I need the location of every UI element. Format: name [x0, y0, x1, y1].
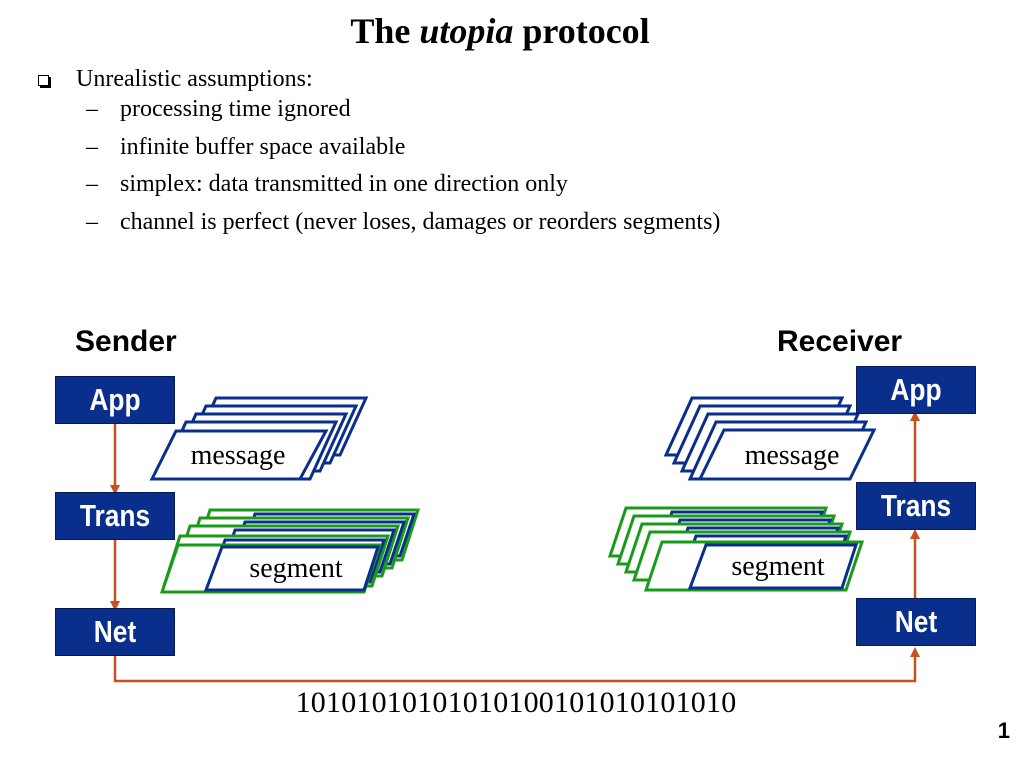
- sub-bullet-text: simplex: data transmitted in one directi…: [120, 171, 568, 197]
- channel-arrow: [113, 647, 920, 683]
- receiver-label: Receiver: [777, 325, 903, 358]
- sender-trans-layer: Trans: [55, 492, 175, 540]
- receiver-app-layer: App: [856, 366, 976, 414]
- segment-payload-front: [687, 543, 859, 590]
- receiver-message-stack: [663, 396, 877, 481]
- message-card-front: [149, 429, 329, 481]
- dash-icon: –: [86, 208, 98, 235]
- title-suffix: protocol: [522, 11, 650, 51]
- sub-bullet-text: channel is perfect (never loses, damages…: [120, 208, 721, 235]
- square-bullet-icon: [38, 75, 49, 86]
- sender-message-stack: [149, 396, 369, 481]
- sender-segment-stack: [159, 508, 421, 594]
- sender-net-layer: Net: [55, 608, 175, 656]
- layer-label: Trans: [880, 488, 952, 523]
- message-card-front: [697, 428, 877, 481]
- title-emphasis: utopia: [419, 11, 514, 51]
- sender-message-label: message: [191, 440, 286, 471]
- receiver-segment-stack: [607, 506, 865, 592]
- dash-icon: –: [86, 96, 98, 122]
- sub-bullet-text: processing time ignored: [120, 96, 351, 122]
- page-number: 1: [997, 718, 1010, 743]
- dash-icon: –: [86, 133, 98, 160]
- sender-segment-label: segment: [249, 553, 343, 584]
- layer-label: App: [890, 372, 942, 407]
- slide-title: The utopia protocol: [0, 10, 1000, 52]
- segment-payload-front: [203, 545, 381, 592]
- layer-label: Net: [894, 604, 938, 639]
- sub-bullet-text: infinite buffer space available: [120, 133, 406, 160]
- layer-label: Net: [93, 614, 137, 649]
- bitstream-label: 10101010101010100101010101010: [295, 686, 737, 719]
- layer-label: Trans: [79, 498, 151, 533]
- layer-label: App: [89, 382, 141, 417]
- receiver-segment-label: segment: [731, 551, 825, 582]
- receiver-net-layer: Net: [856, 598, 976, 646]
- dash-icon: –: [86, 171, 98, 197]
- sender-label: Sender: [75, 325, 177, 358]
- receiver-trans-layer: Trans: [856, 482, 976, 530]
- receiver-message-label: message: [745, 440, 840, 471]
- bullet-text: Unrealistic assumptions:: [76, 66, 313, 92]
- sender-app-layer: App: [55, 376, 175, 424]
- title-prefix: The: [350, 11, 411, 51]
